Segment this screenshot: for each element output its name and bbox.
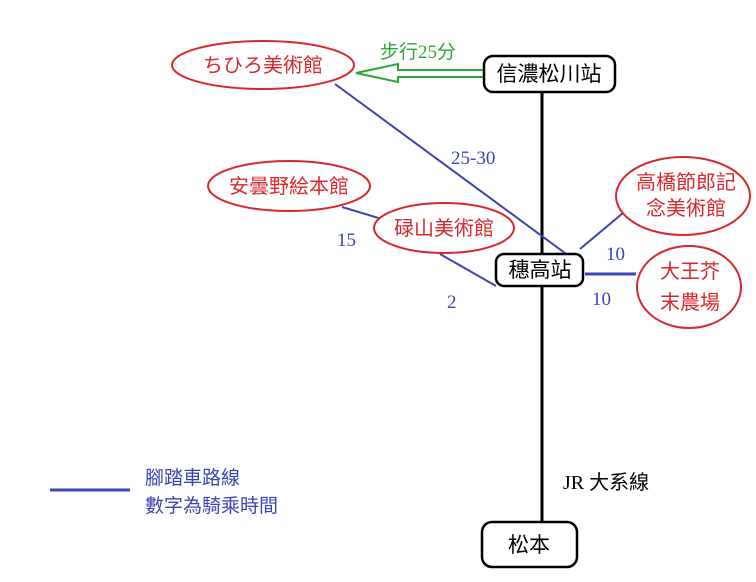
time-chihiro-hotaka: 25-30: [451, 148, 495, 169]
museum-daio-label-line1: 大王芥: [660, 259, 720, 283]
station-hotaka[interactable]: 穗高站: [494, 252, 585, 288]
museum-chihiro-label: ちひろ美術館: [203, 53, 323, 77]
museum-daio-label-line2: 末農場: [660, 290, 720, 314]
station-matsumoto[interactable]: 松本: [480, 520, 579, 569]
time-ehon-rokuzan: 15: [337, 230, 356, 251]
jr-line-label: JR 大系線: [563, 471, 649, 494]
time-rokuzan-hotaka: 2: [447, 292, 457, 313]
time-hotaka-daio: 10: [592, 289, 611, 310]
bike-route-rokuzan-hotaka: [439, 253, 497, 287]
station-shinano-matsukawa-label: 信濃松川站: [497, 62, 602, 86]
museum-takahashi-label-line1: 高橋節郎記: [636, 170, 736, 194]
bike-route-hotaka-takahashi: [579, 212, 624, 250]
museum-rokuzan[interactable]: 碌山美術館: [373, 202, 515, 254]
station-shinano-matsukawa[interactable]: 信濃松川站: [482, 54, 617, 94]
museum-takahashi[interactable]: 高橋節郎記 念美術館: [615, 156, 751, 236]
bike-route-ehon-rokuzan: [341, 206, 383, 220]
museum-azumino-ehon[interactable]: 安曇野絵本館: [207, 160, 371, 212]
bike-route-chihiro-hotaka: [334, 83, 570, 257]
museum-azumino-ehon-label: 安曇野絵本館: [229, 174, 349, 198]
station-matsumoto-label: 松本: [508, 533, 550, 557]
museum-rokuzan-label: 碌山美術館: [394, 216, 494, 240]
museum-daio[interactable]: 大王芥 末農場: [636, 245, 742, 329]
walk-label: 步行25分: [380, 41, 456, 63]
walk-arrow-icon: [355, 62, 485, 84]
legend-line2: 數字為騎乘時間: [145, 495, 278, 517]
station-hotaka-label: 穗高站: [509, 258, 572, 282]
time-hotaka-takahashi: 10: [606, 244, 625, 265]
legend-line1: 腳踏車路線: [145, 467, 240, 489]
museum-chihiro[interactable]: ちひろ美術館: [171, 40, 355, 90]
museum-takahashi-label-line2: 念美術館: [646, 196, 726, 220]
